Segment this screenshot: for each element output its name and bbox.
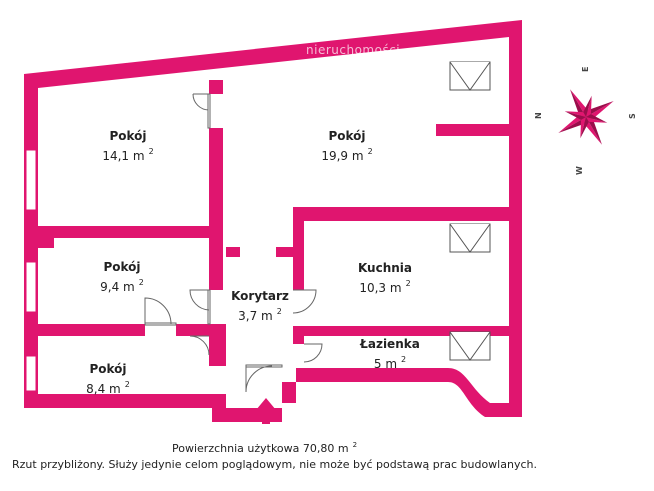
compass-w: W <box>575 166 584 175</box>
room-name: Korytarz <box>231 289 289 303</box>
compass-s: S <box>628 113 637 119</box>
room-name: Pokój <box>109 129 147 143</box>
room-name: Pokój <box>328 129 366 143</box>
fixtures <box>449 61 491 361</box>
disclaimer-caption: Rzut przybliżony. Służy jedynie celom po… <box>12 458 537 471</box>
windows <box>25 149 37 392</box>
compass-rose-icon: N E S W <box>534 67 637 175</box>
compass-e: E <box>581 67 590 72</box>
interior-walls <box>38 80 509 366</box>
room-name: Pokój <box>103 260 141 274</box>
entrance-arrow-icon <box>256 398 276 424</box>
room-name: Łazienka <box>360 337 420 351</box>
room-name: Pokój <box>89 362 127 376</box>
watermark-text: nieruchomości <box>306 43 401 57</box>
doors <box>144 93 323 393</box>
compass-n: N <box>534 112 543 119</box>
room-name: Kuchnia <box>357 261 413 275</box>
